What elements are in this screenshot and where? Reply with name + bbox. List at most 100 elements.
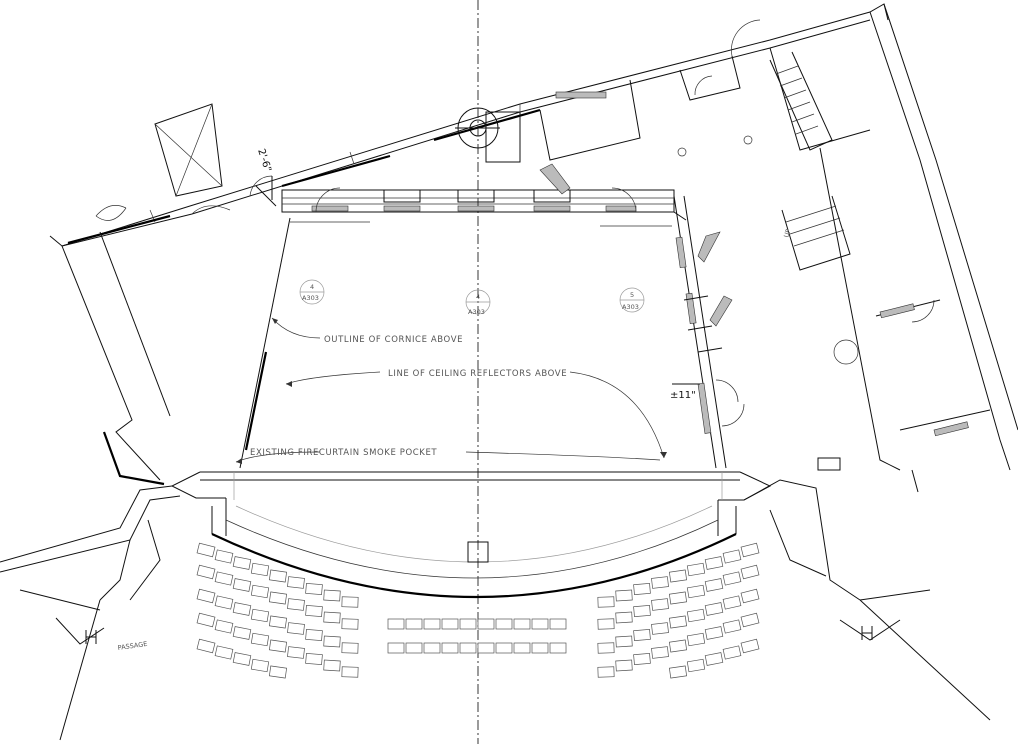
- seat: [196, 588, 216, 604]
- seat: [686, 632, 706, 647]
- seat: [722, 645, 742, 660]
- seat: [597, 618, 615, 630]
- seat: [740, 638, 760, 654]
- seat: [287, 646, 305, 659]
- seat: [740, 542, 760, 558]
- cornice-annotation: OUTLINE OF CORNICE ABOVE: [324, 335, 463, 345]
- seat: [459, 642, 477, 654]
- seat: [287, 622, 305, 635]
- seat: [597, 642, 615, 654]
- seat: [722, 595, 742, 610]
- seat: [704, 556, 724, 570]
- seat: [341, 642, 359, 654]
- seat: [615, 611, 633, 624]
- right-building: [819, 3, 1018, 493]
- seat: [651, 576, 669, 589]
- seat: [668, 569, 688, 583]
- seat: [305, 628, 323, 642]
- section-marker-2-number: 4: [476, 293, 480, 301]
- seat: [287, 576, 305, 589]
- section-marker-2: 4 A303: [465, 289, 491, 316]
- seat: [405, 618, 423, 630]
- seat: [477, 642, 495, 654]
- seat: [513, 618, 531, 630]
- seat: [196, 564, 216, 580]
- seat: [495, 618, 513, 630]
- right-lower-walls: [743, 457, 991, 721]
- dimension-right: ±11": [670, 390, 696, 401]
- seat: [250, 632, 270, 647]
- seat: [477, 618, 495, 630]
- seat: [323, 659, 341, 672]
- right-stage-wall: [539, 163, 745, 469]
- seat: [232, 626, 252, 640]
- seat: [597, 596, 615, 608]
- seat: [531, 642, 549, 654]
- upstage-wall: [281, 187, 675, 227]
- seat: [232, 652, 252, 666]
- seat: [597, 666, 615, 678]
- seat: [668, 639, 688, 653]
- smoke-pocket-annotation: EXISTING FIRECURTAIN SMOKE POCKET: [250, 448, 437, 458]
- seat: [441, 618, 459, 630]
- seat: [549, 642, 567, 654]
- seat: [495, 642, 513, 654]
- seat: [214, 549, 234, 564]
- seat: [668, 665, 688, 679]
- seat: [513, 642, 531, 654]
- seat: [423, 642, 441, 654]
- seat: [323, 589, 341, 602]
- seat: [722, 619, 742, 634]
- seat: [633, 604, 651, 618]
- seat: [740, 612, 760, 628]
- seat: [268, 569, 288, 583]
- seat: [305, 604, 323, 618]
- seat: [459, 618, 477, 630]
- section-marker-2-sheet: A303: [468, 308, 485, 316]
- seat: [686, 658, 706, 673]
- seat: [305, 652, 323, 666]
- seat: [287, 598, 305, 611]
- stage-apron: [211, 498, 737, 599]
- seat: [531, 618, 549, 630]
- seat: [250, 562, 270, 577]
- section-marker-3: 5 A303: [619, 287, 645, 313]
- seat: [196, 638, 216, 654]
- seat: [704, 652, 724, 666]
- seat: [268, 639, 288, 653]
- annotation-leaders: [235, 317, 667, 464]
- seat: [323, 611, 341, 624]
- seat: [651, 598, 669, 611]
- seat: [686, 584, 706, 599]
- reflectors-annotation: LINE OF CEILING REFLECTORS ABOVE: [388, 369, 567, 379]
- seat: [214, 645, 234, 660]
- seat: [341, 666, 359, 678]
- left-lobby: [61, 103, 231, 486]
- seat: [722, 571, 742, 586]
- dimension-label-11: ±11": [670, 390, 696, 401]
- seat: [268, 665, 288, 679]
- seat: [196, 612, 216, 628]
- seat: [250, 608, 270, 623]
- section-marker-1-number: 4: [310, 283, 314, 291]
- seat: [232, 578, 252, 592]
- seat: [250, 658, 270, 673]
- seat: [214, 571, 234, 586]
- seat: [405, 642, 423, 654]
- seat: [615, 659, 633, 672]
- seat: [615, 635, 633, 648]
- section-marker-1-sheet: A303: [302, 294, 319, 302]
- seat: [740, 588, 760, 604]
- seat: [722, 549, 742, 564]
- seat: [214, 619, 234, 634]
- seat: [323, 635, 341, 648]
- seat: [615, 589, 633, 602]
- seat: [704, 626, 724, 640]
- seat: [232, 556, 252, 570]
- seat: [268, 591, 288, 605]
- upper-right-rooms: [539, 19, 871, 161]
- seat: [651, 622, 669, 635]
- seat: [686, 608, 706, 623]
- passage-label: PASSAGE: [117, 640, 148, 652]
- seat: [341, 618, 359, 630]
